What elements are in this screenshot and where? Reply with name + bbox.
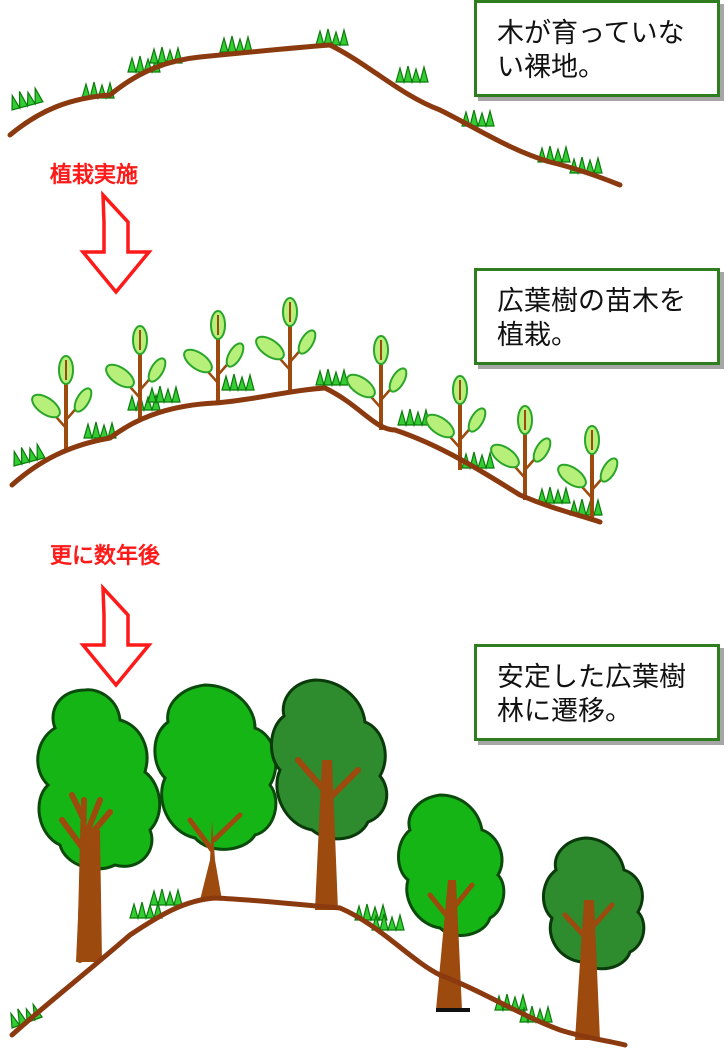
hill-outline [7, 42, 623, 188]
step-label-planting: 植栽実施 [50, 163, 139, 188]
bare-land-scene [7, 28, 623, 188]
tree [153, 683, 278, 900]
down-arrow-icon [79, 583, 153, 688]
tree [269, 678, 389, 910]
note-text: 木が育っていない裸地。 [497, 18, 685, 83]
tree [542, 836, 646, 1040]
tree [36, 688, 162, 963]
note-planting: 広葉樹の苗木を植栽。 [474, 268, 720, 365]
note-stable-forest: 安定した広葉樹林に遷移。 [474, 644, 720, 741]
step-label-years-later: 更に数年後 [50, 544, 161, 569]
planted-scene [9, 296, 623, 525]
note-text: 広葉樹の苗木を植栽。 [497, 286, 686, 351]
tree [397, 793, 506, 1012]
forest-scene [5, 678, 646, 1048]
hill-outline [9, 895, 628, 1048]
note-text: 安定した広葉樹林に遷移。 [497, 662, 686, 727]
down-arrow-icon [79, 190, 153, 295]
note-bare-land: 木が育っていない裸地。 [474, 0, 720, 97]
hill-outline [9, 385, 603, 525]
